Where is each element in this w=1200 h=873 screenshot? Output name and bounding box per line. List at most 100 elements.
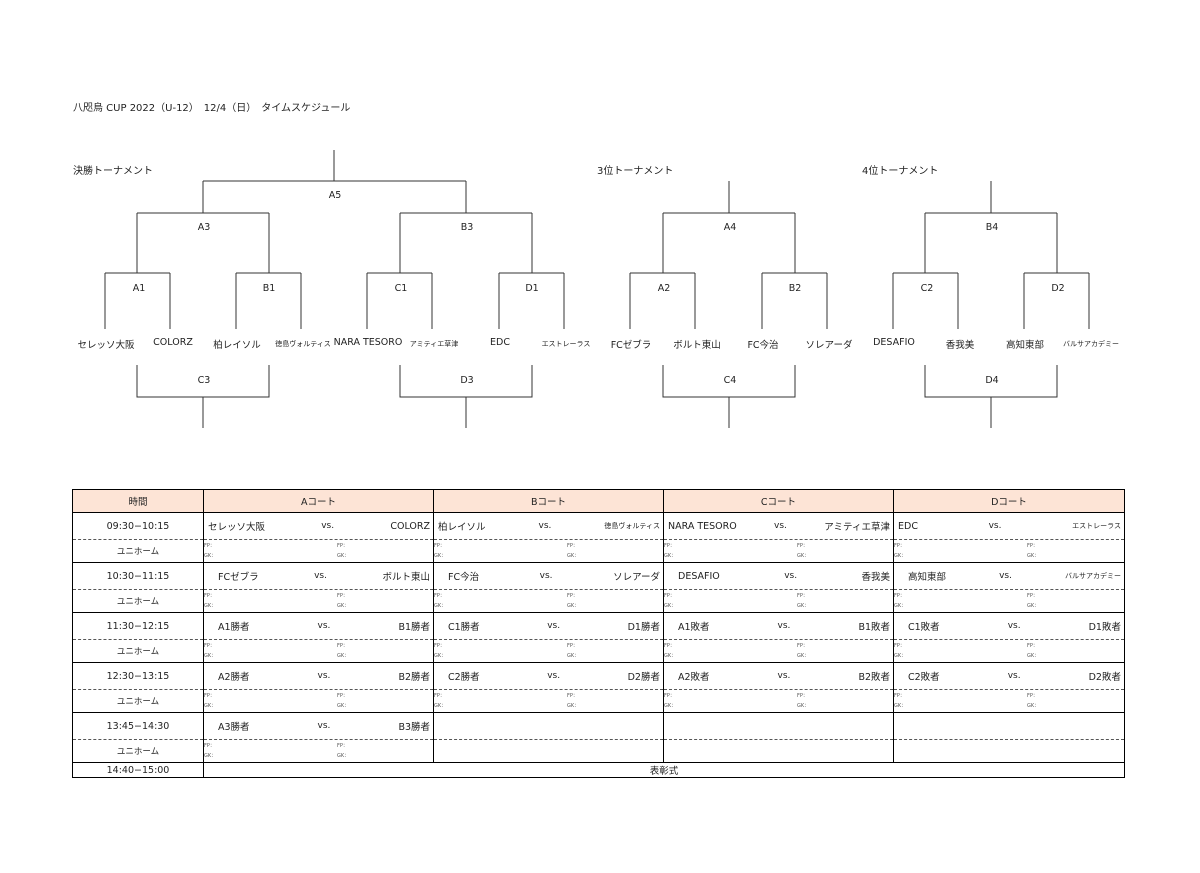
fp-label-away: FP：	[337, 693, 348, 699]
gk-label-away: GK：	[567, 703, 580, 709]
bracket-team: アミティエ草津	[409, 340, 459, 348]
away-team: ボルト東山	[382, 572, 430, 583]
vs-label: vs.	[547, 621, 561, 631]
bracket-label-a3: A3	[197, 222, 211, 233]
fp-label-home: FP：	[204, 543, 215, 549]
gk-label-away: GK：	[1027, 553, 1040, 559]
uniform-label: ユニホーム	[72, 539, 204, 563]
uniform-cell	[433, 739, 664, 763]
away-team: B2勝者	[398, 672, 430, 683]
fp-label-away: FP：	[567, 593, 578, 599]
bracket-team: DESAFIO	[873, 337, 915, 348]
home-team: DESAFIO	[678, 570, 720, 582]
bracket-team: セレッソ大阪	[77, 340, 135, 351]
table-header-row: 時間 Aコート Bコート Cコート Dコート	[72, 489, 1125, 513]
vs-label: vs.	[999, 571, 1012, 581]
fourth-place-tournament-heading: 4位トーナメント	[862, 166, 939, 177]
match-time: 10:30−11:15	[72, 562, 204, 590]
gk-label-away: GK：	[337, 553, 350, 559]
uniform-cell: FP：GK：FP：GK：	[433, 689, 664, 713]
vs-label: vs.	[317, 621, 331, 631]
gk-label-home: GK：	[204, 553, 217, 559]
gk-label-home: GK：	[664, 653, 677, 659]
fp-label-away: FP：	[1027, 643, 1038, 649]
vs-label: vs.	[777, 621, 791, 631]
uniform-cell: FP：GK：FP：GK：	[433, 589, 664, 613]
gk-label-home: GK：	[434, 553, 447, 559]
bracket-label-b1: B1	[262, 283, 276, 294]
away-team: エストレーラス	[1072, 522, 1121, 530]
match-cell: A1敗者 vs. B1敗者	[663, 612, 894, 640]
uniform-cell: FP：GK：FP：GK：	[663, 689, 894, 713]
match-time: 13:45−14:30	[72, 712, 204, 740]
fp-label-away: FP：	[1027, 543, 1038, 549]
home-team: C2敗者	[908, 672, 940, 683]
bracket-label-a5: A5	[328, 190, 342, 201]
gk-label-home: GK：	[204, 603, 217, 609]
uniform-cell: FP：GK：FP：GK：	[663, 539, 894, 563]
fp-label-away: FP：	[797, 543, 808, 549]
uniform-cell: FP：GK：FP：GK：	[203, 639, 434, 663]
fp-label-home: FP：	[434, 643, 445, 649]
away-team: B1敗者	[858, 622, 890, 633]
gk-label-home: GK：	[894, 653, 907, 659]
gk-label-away: GK：	[1027, 653, 1040, 659]
header-court-a: Aコート	[203, 489, 434, 513]
bracket-label-c2: C2	[920, 283, 934, 294]
gk-label-away: GK：	[797, 553, 810, 559]
header-court-c: Cコート	[663, 489, 894, 513]
gk-label-home: GK：	[434, 653, 447, 659]
uniform-cell: FP：GK：FP：GK：	[203, 739, 434, 763]
away-team: B3勝者	[398, 722, 430, 733]
uniform-cell: FP： GK： FP： GK：	[893, 539, 1125, 563]
gk-label-away: GK：	[567, 553, 580, 559]
away-team: バルサアカデミー	[1065, 572, 1121, 580]
uniform-cell: FP：GK：FP：GK：	[663, 639, 894, 663]
away-team: D1勝者	[627, 622, 660, 633]
fp-label-away: FP：	[1027, 693, 1038, 699]
vs-label: vs.	[317, 721, 331, 731]
gk-label-away: GK：	[337, 703, 350, 709]
page-title: 八咫烏 CUP 2022（U-12） 12/4（日） タイムスケジュール	[73, 103, 351, 114]
bracket-label-a4: A4	[723, 222, 737, 233]
gk-label-away: GK：	[567, 603, 580, 609]
bracket-label-c4: C4	[723, 375, 737, 386]
fp-label-home: FP：	[204, 643, 215, 649]
fp-label-home: FP：	[204, 693, 215, 699]
fp-label-home: FP：	[664, 693, 675, 699]
tournament-bracket	[104, 150, 1090, 428]
home-team: C1敗者	[908, 622, 940, 633]
bracket-team: EDC	[490, 337, 510, 348]
gk-label-home: GK：	[894, 553, 907, 559]
fp-label-home: FP：	[894, 543, 905, 549]
fp-label-home: FP：	[664, 643, 675, 649]
bracket-label-b2: B2	[788, 283, 802, 294]
home-team: A3勝者	[218, 722, 250, 733]
fp-label-home: FP：	[434, 693, 445, 699]
fp-label-away: FP：	[337, 593, 348, 599]
bracket-label-d4: D4	[985, 375, 999, 386]
vs-label: vs.	[1007, 671, 1021, 681]
fp-label-home: FP：	[204, 593, 215, 599]
home-team: A1敗者	[678, 622, 710, 633]
bracket-label-d3: D3	[460, 375, 474, 386]
away-team: 香我美	[861, 572, 890, 583]
uniform-cell	[663, 739, 894, 763]
gk-label-home: GK：	[204, 753, 217, 759]
away-team: COLORZ	[390, 520, 430, 532]
bracket-label-d2: D2	[1051, 283, 1065, 294]
gk-label-away: GK：	[567, 653, 580, 659]
match-cell	[433, 712, 664, 740]
away-team: D2勝者	[627, 672, 660, 683]
fp-label-away: FP：	[567, 543, 578, 549]
home-team: FCゼブラ	[218, 572, 259, 583]
